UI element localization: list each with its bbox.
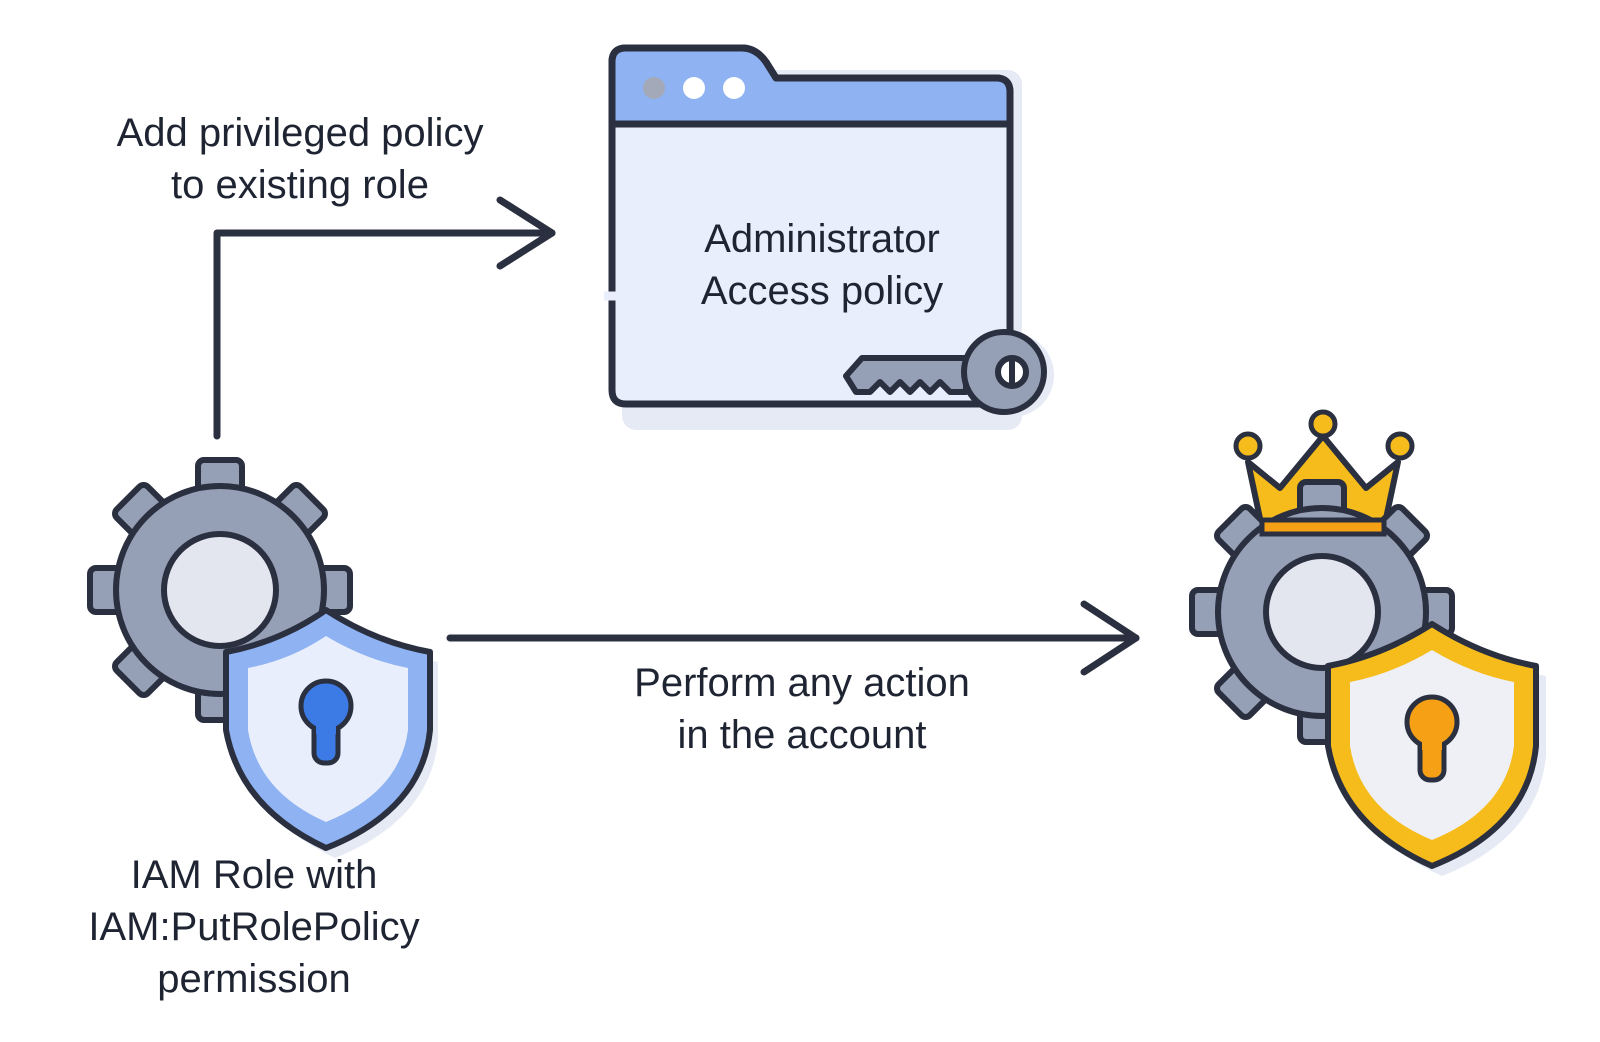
key-icon bbox=[843, 329, 1054, 417]
admin-policy-label-line2: Access policy bbox=[701, 269, 943, 313]
add-policy-arrow bbox=[213, 196, 556, 440]
role-label-line1: IAM Role with bbox=[131, 853, 378, 897]
perform-action-label-line1: Perform any action bbox=[634, 661, 970, 705]
browser-window-icon bbox=[604, 44, 1022, 430]
add-policy-label-line1: Add privileged policy bbox=[117, 111, 484, 155]
perform-action-label-line2: in the account bbox=[677, 713, 926, 757]
role-label-line2: IAM:PutRolePolicy bbox=[88, 905, 419, 949]
admin-policy-label-line1: Administrator bbox=[704, 217, 940, 261]
role-label-line3: permission bbox=[157, 957, 350, 1001]
gear-with-shield-icon bbox=[87, 457, 438, 858]
perform-action-arrow bbox=[446, 600, 1140, 676]
gear-with-shield-and-crown-icon bbox=[1189, 409, 1546, 876]
add-policy-label-line2: to existing role bbox=[171, 163, 429, 207]
